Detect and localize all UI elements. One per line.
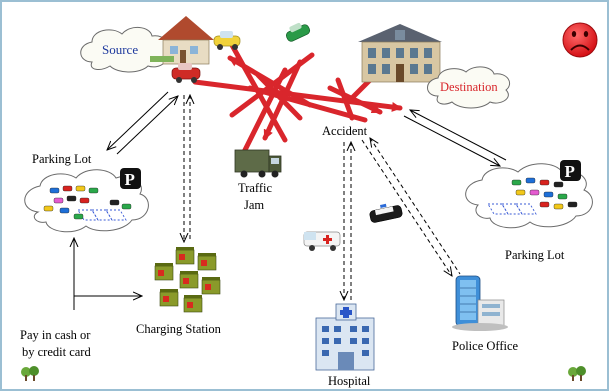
- parking-lot-left-cloud: [24, 169, 149, 233]
- destination-building-icon: [358, 24, 442, 83]
- police-office-icon: [452, 275, 508, 331]
- traffic-jam-label-line1: Traffic: [238, 181, 272, 195]
- tree-icon: [568, 366, 586, 381]
- green-car-icon: [285, 22, 311, 42]
- hospital-icon: [315, 303, 375, 371]
- parking-lot-right-label: Parking Lot: [505, 248, 565, 262]
- parking-lot-right-cloud: [465, 163, 593, 229]
- payment-label-line2: by credit card: [22, 345, 91, 359]
- payment-label-line1: Pay in cash or: [20, 328, 91, 342]
- traffic-jam-truck-icon: [234, 149, 282, 178]
- yellow-car-icon: [213, 31, 241, 50]
- tree-icon: [21, 366, 39, 381]
- charging-station-label: Charging Station: [136, 322, 222, 336]
- red-arrow-cluster: [192, 35, 403, 163]
- source-label: Source: [102, 42, 138, 57]
- destination-label: Destination: [440, 80, 498, 94]
- arrow-police-to-accident: [370, 138, 461, 275]
- arrow-destination-to-parking-right: [403, 115, 500, 166]
- police-office-label: Police Office: [452, 339, 519, 353]
- accident-label: Accident: [322, 124, 368, 138]
- arrow-accident-to-police: [361, 139, 452, 276]
- parking-sign-right-icon: P: [560, 160, 581, 181]
- source-house-icon: [150, 16, 214, 65]
- arrow-parking-right-to-destination: [410, 110, 507, 161]
- police-car-icon: [369, 203, 403, 223]
- charging-station-icon: [154, 247, 221, 313]
- ambulance-icon: [303, 231, 341, 251]
- traffic-jam-label-line2: Jam: [244, 198, 264, 212]
- arrow-source-to-parking-left: [107, 91, 169, 150]
- arrow-payment-to-charging: [73, 296, 142, 310]
- red-car-icon: [171, 63, 201, 83]
- parking-lot-left-label: Parking Lot: [32, 152, 92, 166]
- sad-face-icon: [562, 22, 598, 58]
- parking-sign-left-icon: P: [120, 168, 141, 189]
- connector-arrows: [73, 91, 507, 310]
- hospital-label: Hospital: [328, 374, 371, 388]
- arrow-parking-left-to-source: [116, 96, 178, 155]
- parking-sign-left-letter: P: [125, 170, 135, 189]
- destination-cloud: Destination: [427, 66, 510, 109]
- parking-sign-right-letter: P: [565, 162, 575, 181]
